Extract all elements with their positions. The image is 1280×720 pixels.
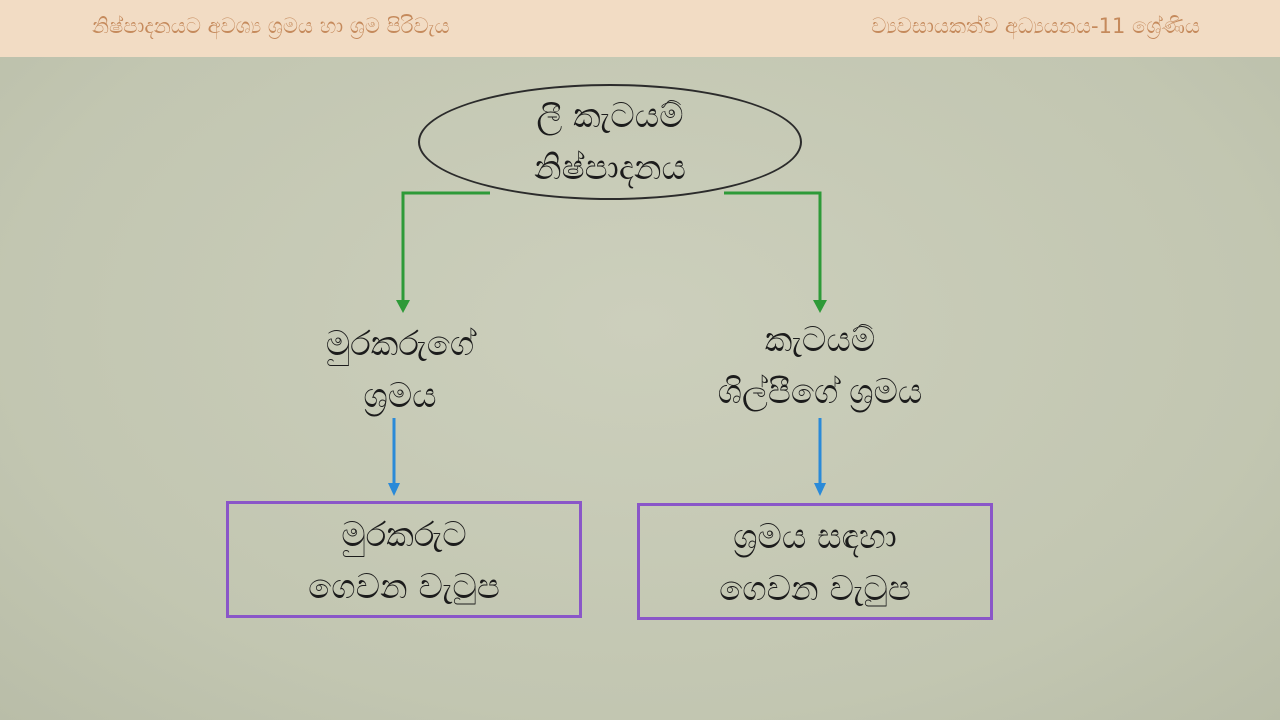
left-result-text: මුරකරුට ගෙවන වැටුප: [229, 509, 579, 613]
header-left-title: නිෂ්පාදනයට අවශ්‍ය ශ්‍රමය හා ශ්‍රම පිරිවැ…: [92, 14, 450, 38]
arrow-root-to-left-head: [396, 300, 410, 313]
arrow-root-to-left: [401, 191, 490, 306]
arrow-root-to-right: [724, 191, 822, 306]
left-branch-line-2: ශ්‍රමය: [363, 376, 437, 416]
left-result-box: මුරකරුට ගෙවන වැටුප: [226, 501, 582, 618]
root-node-line-2: නිෂ්පාදනය: [534, 148, 686, 188]
left-result-line-2: ගෙවන වැටුප: [308, 567, 500, 607]
right-result-text: ශ්‍රමය සඳහා ගෙවන වැටුප: [640, 511, 990, 615]
header-bar: නිෂ්පාදනයට අවශ්‍ය ශ්‍රමය හා ශ්‍රම පිරිවැ…: [0, 0, 1280, 57]
left-branch-line-1: මුරකරුගේ: [325, 324, 475, 364]
root-node-text: ලී කැටයම් නිෂ්පාදනය: [418, 90, 802, 194]
right-branch-node: කැටයම් ශිල්පීගේ ශ්‍රමය: [610, 314, 1030, 418]
right-result-box: ශ්‍රමය සඳහා ගෙවන වැටුප: [637, 503, 993, 620]
arrow-left-to-result-head: [388, 483, 400, 496]
arrow-root-to-right-head: [813, 300, 827, 313]
left-result-line-1: මුරකරුට: [341, 515, 467, 555]
right-branch-line-1: කැටයම්: [764, 320, 876, 360]
right-branch-line-2: ශිල්පීගේ ශ්‍රමය: [717, 372, 923, 412]
right-result-line-1: ශ්‍රමය සඳහා: [733, 517, 897, 557]
header-right-title: ව්‍යවසායකත්ව අධ්‍යයනය-11 ශ්‍රේණිය: [871, 14, 1200, 38]
root-node-line-1: ලී කැටයම්: [536, 96, 684, 136]
root-node-ellipse: [418, 84, 802, 200]
left-branch-node: මුරකරුගේ ශ්‍රමය: [240, 318, 560, 422]
right-result-line-2: ගෙවන වැටුප: [719, 569, 911, 609]
arrow-right-to-result-head: [814, 483, 826, 496]
